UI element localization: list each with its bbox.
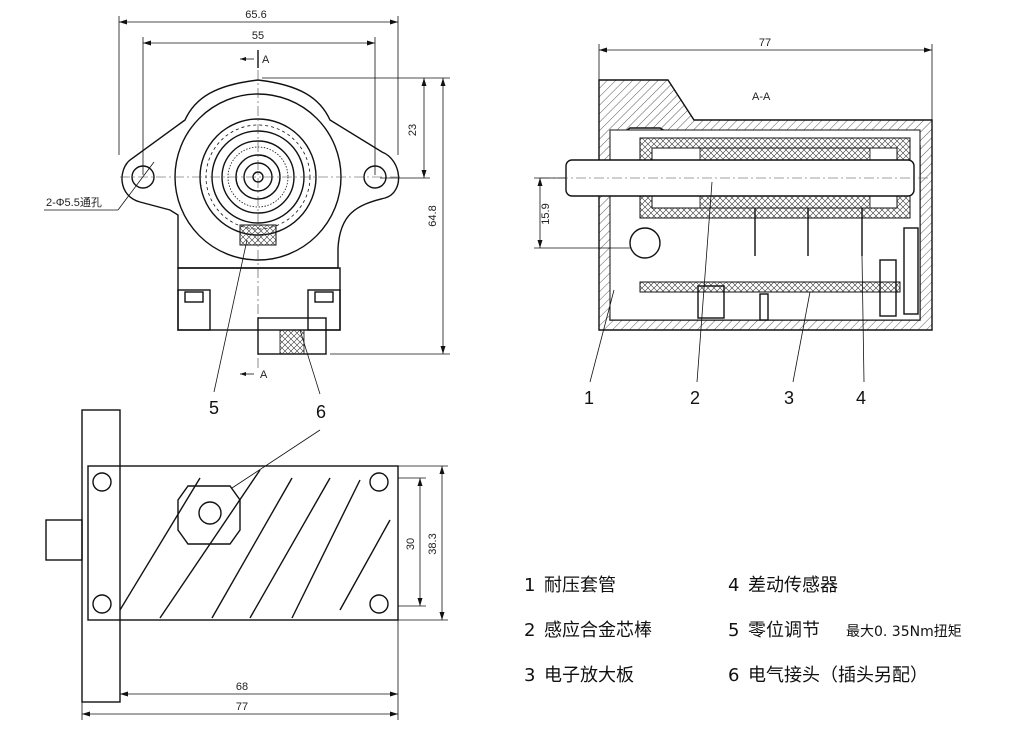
shaft-stub xyxy=(45,519,83,561)
dim-length-section-label: 77 xyxy=(759,37,771,49)
sensor-pins xyxy=(754,208,863,256)
mount-hole-left xyxy=(131,165,155,189)
legend-1-text: 耐压套管 xyxy=(544,575,616,596)
dim-width-outer-label: 65.6 xyxy=(245,9,266,21)
corner-screw-tl xyxy=(92,472,112,492)
dim-length-inner-label: 68 xyxy=(236,681,248,693)
callout-6: 6 xyxy=(316,402,326,422)
board-component xyxy=(697,285,725,319)
bottom-view: 68 77 30 38.3 xyxy=(45,409,448,720)
screw-head-left xyxy=(184,291,204,303)
legend-3-num: 3 xyxy=(524,665,535,686)
corner-screw-br xyxy=(369,594,389,614)
legend-6-text: 电气接头（插头另配） xyxy=(748,665,928,686)
dim-width-outer: 65.6 xyxy=(118,9,399,155)
dim-width-holes: 55 xyxy=(142,30,376,175)
body-outline xyxy=(87,465,399,621)
section-mark-bottom: A xyxy=(240,369,268,381)
connector-center xyxy=(198,501,222,525)
corner-screw-bl xyxy=(92,594,112,614)
dim-length-section: 77 xyxy=(598,37,933,120)
dim-length-outer-label: 77 xyxy=(236,701,248,713)
dim-bottom-length: 68 77 xyxy=(81,620,399,720)
callout-3: 3 xyxy=(784,388,794,408)
body-stripes xyxy=(119,469,391,619)
section-mark-bottom-label: A xyxy=(260,369,268,381)
legend-2-text: 感应合金芯棒 xyxy=(544,620,652,641)
corner-screw-tr xyxy=(369,472,389,492)
plug-pin-area xyxy=(279,329,305,355)
legend-6-num: 6 xyxy=(728,665,739,686)
section-view: 77 A-A 15.9 xyxy=(534,37,933,408)
callout-1: 1 xyxy=(584,388,594,408)
dim-vertical: 23 64.8 xyxy=(262,77,450,355)
front-view: 65.6 55 A 23 64.8 xyxy=(44,9,450,422)
legend-2-num: 2 xyxy=(524,620,535,641)
amplifier-board xyxy=(639,281,901,293)
dim-height-outer-label: 38.3 xyxy=(427,533,439,554)
dim-center-top-label: 23 xyxy=(407,124,419,136)
dim-shaft-height: 15.9 xyxy=(534,177,630,249)
legend-4-text: 差动传感器 xyxy=(748,575,838,596)
legend-5-num: 5 xyxy=(728,620,739,641)
coil-top xyxy=(699,147,871,161)
hole-note: 2-Φ5.5通孔 xyxy=(46,196,102,209)
hub-outer xyxy=(221,140,295,214)
callout-2: 2 xyxy=(690,388,700,408)
section-title: A-A xyxy=(752,91,771,103)
flange-body xyxy=(121,79,400,269)
callout-5: 5 xyxy=(209,398,219,418)
legend-5-text: 零位调节 xyxy=(748,620,820,641)
screw-head-right xyxy=(314,291,334,303)
connector-ear-right xyxy=(307,289,341,331)
coil-bottom xyxy=(699,195,871,209)
connector-ear-left xyxy=(177,289,211,331)
dim-shaft-height-label: 15.9 xyxy=(540,203,552,224)
dim-height-total-label: 64.8 xyxy=(427,205,439,226)
section-mark-top-label: A xyxy=(262,54,270,66)
electrical-connector xyxy=(177,485,241,545)
legend-4-num: 4 xyxy=(728,575,739,596)
legend-1-num: 1 xyxy=(524,575,535,596)
parts-legend: 1 耐压套管 4 差动传感器 2 感应合金芯棒 5 零位调节 最大0. 35Nm… xyxy=(524,575,962,686)
ball-seal xyxy=(629,227,661,259)
callout-4: 4 xyxy=(856,388,866,408)
section-mark-top: A xyxy=(240,50,270,68)
dim-width-holes-label: 55 xyxy=(252,30,264,42)
legend-3-text: 电子放大板 xyxy=(544,665,634,686)
dim-height-inner-label: 30 xyxy=(405,538,417,550)
dim-bottom-height: 30 38.3 xyxy=(398,465,448,621)
legend-5-note: 最大0. 35Nm扭矩 xyxy=(846,624,962,640)
